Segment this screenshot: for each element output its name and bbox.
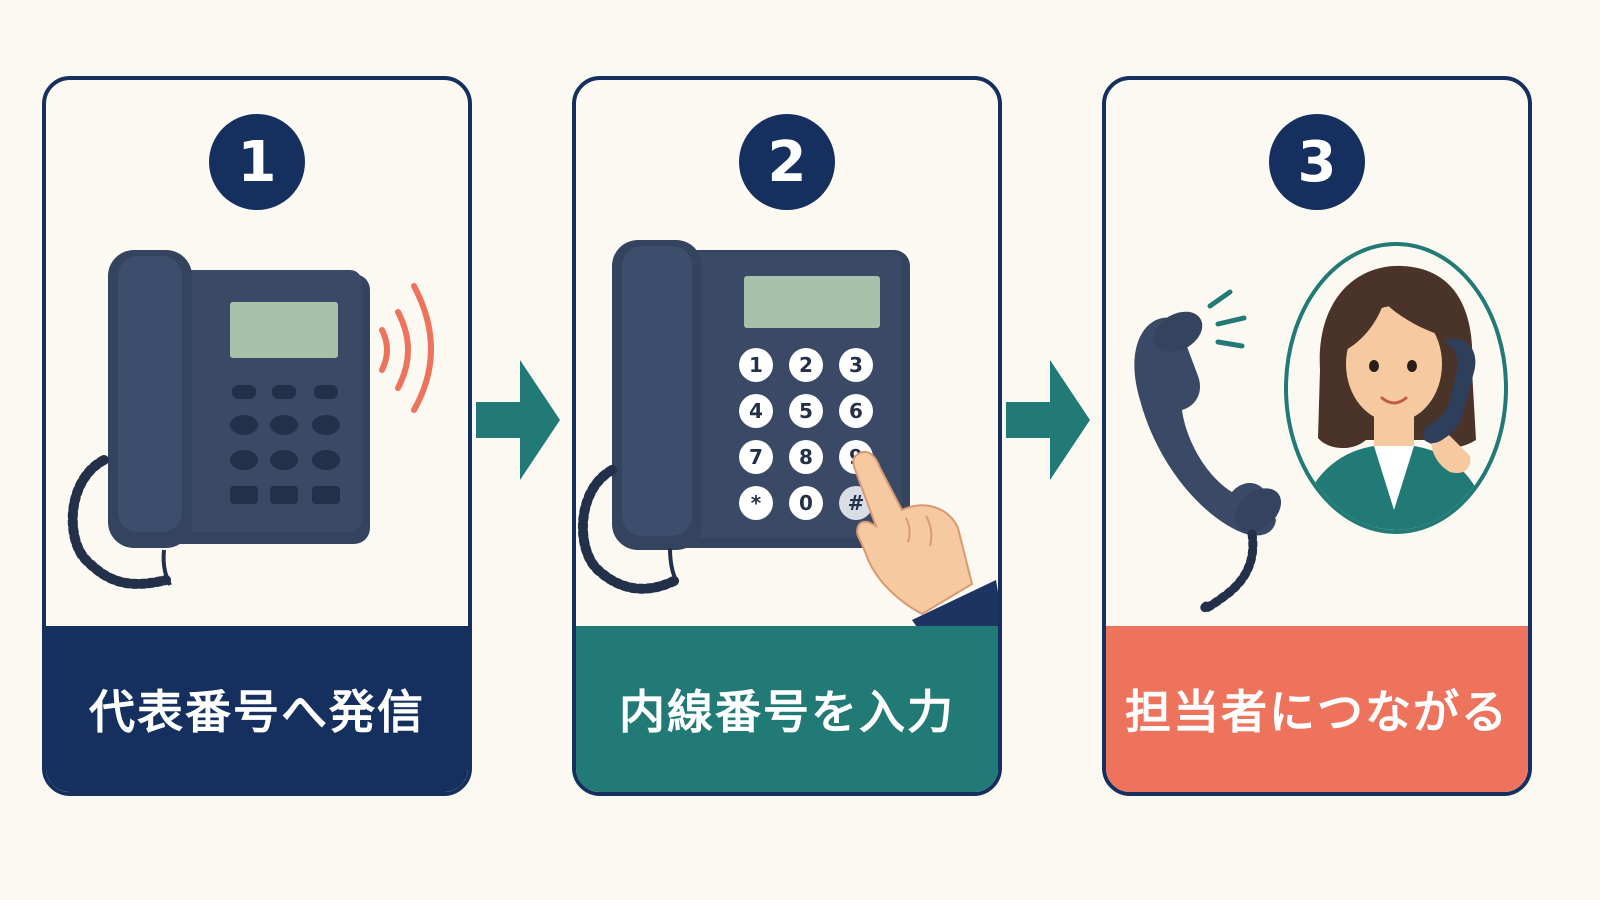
- right-arrow-icon: [476, 360, 560, 480]
- keypad-key: *: [739, 486, 773, 520]
- desk-phone-icon: [67, 250, 370, 589]
- keypad-key: 4: [739, 394, 773, 428]
- keypad: 1 2 3 4 5 6 7 8 9 * 0 #: [576, 80, 998, 640]
- keypad-key: 1: [739, 348, 773, 382]
- step-caption: 担当者につながる: [1106, 626, 1528, 792]
- keypad-key: 6: [839, 394, 873, 428]
- keypad-key: 5: [789, 394, 823, 428]
- keypad-key: 7: [739, 440, 773, 474]
- keypad-key: 0: [789, 486, 823, 520]
- step-card-1: 1: [42, 76, 472, 796]
- keypad-key: 3: [839, 348, 873, 382]
- step-card-2: 2 1 2 3 4 5 6 7 8 9 * 0 # 内線番号を入力: [572, 76, 1002, 796]
- pointing-hand-icon: [852, 450, 998, 640]
- step-caption: 代表番号へ発信: [46, 626, 468, 792]
- step-number-badge: 1: [209, 114, 305, 210]
- keypad-phone-icon: [577, 240, 910, 594]
- handset-icon: [1134, 289, 1282, 613]
- agent-on-phone-icon: [1284, 242, 1508, 534]
- step-caption: 内線番号を入力: [576, 626, 998, 792]
- keypad-key: 2: [789, 348, 823, 382]
- ringing-waves-icon: [379, 283, 434, 413]
- step-card-3: 3: [1102, 76, 1532, 796]
- step-number-badge: 2: [739, 114, 835, 210]
- keypad-key: 8: [789, 440, 823, 474]
- step-number-badge: 3: [1269, 114, 1365, 210]
- right-arrow-icon: [1006, 360, 1090, 480]
